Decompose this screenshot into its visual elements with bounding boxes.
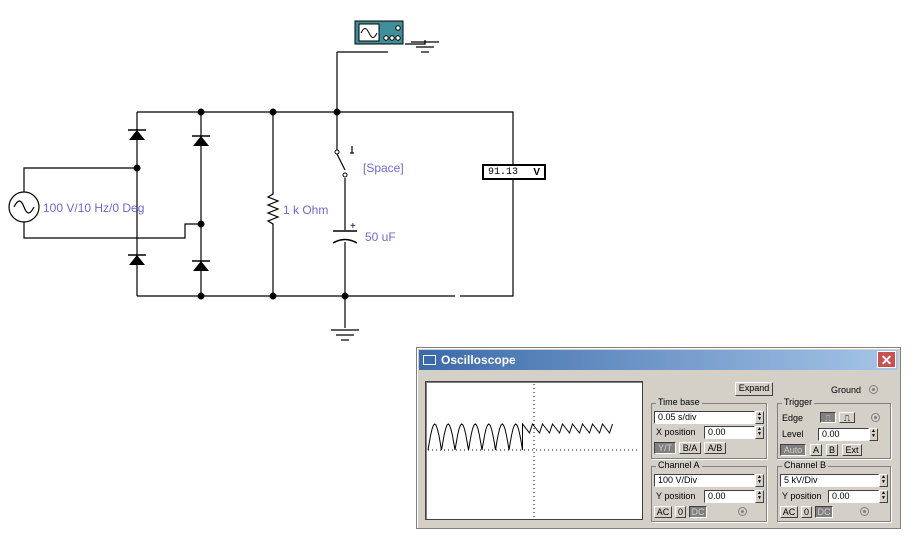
diode-icon[interactable] <box>128 129 146 140</box>
oscilloscope-window: Oscilloscope ✕ Expand Ground Time base 0… <box>416 347 901 529</box>
channel-a-y-position-field[interactable]: 0.00 <box>704 490 755 503</box>
oscilloscope-title: Oscilloscope <box>441 353 516 367</box>
channel-b-terminal[interactable] <box>860 507 869 516</box>
trigger-title: Trigger <box>782 397 815 407</box>
oscilloscope-title-bar[interactable]: Oscilloscope ✕ <box>419 350 898 370</box>
level-label: Level <box>782 429 804 439</box>
channel-b-y-position-field[interactable]: 0.00 <box>828 490 879 503</box>
channel-b-scale-field[interactable]: 5 kV/Div <box>780 474 879 487</box>
falling-edge-icon[interactable]: ⎍ <box>839 412 855 423</box>
x-position-label: X position <box>656 427 696 437</box>
time-base-field[interactable]: 0.05 s/div <box>654 411 755 424</box>
channel-a-ac-button[interactable]: AC <box>654 506 672 518</box>
channel-b-y-position-spinner[interactable]: ▲▼ <box>879 490 888 503</box>
rising-edge-icon[interactable]: ⎍ <box>820 412 836 423</box>
channel-a-y-position-label: Y position <box>656 491 696 501</box>
resistor-icon[interactable] <box>266 190 280 230</box>
channel-a-scale-field[interactable]: 100 V/Div <box>654 474 755 487</box>
oscilloscope-instrument-icon[interactable] <box>354 20 404 45</box>
voltmeter-unit: V <box>533 166 540 178</box>
ground-label: Ground <box>831 385 862 395</box>
source-label: 100 V/10 Hz/0 Deg <box>43 201 144 215</box>
channel-b-dc-button[interactable]: DC <box>815 506 833 518</box>
scope-trace <box>427 384 640 517</box>
diode-icon[interactable] <box>128 254 146 265</box>
capacitor-label: 50 uF <box>365 230 396 244</box>
trigger-auto-button[interactable]: Auto <box>780 444 806 456</box>
expand-button[interactable]: Expand <box>735 382 773 396</box>
ground-terminal[interactable] <box>869 385 878 394</box>
channel-b-y-position-label: Y position <box>782 491 822 501</box>
level-field[interactable]: 0.00 <box>818 428 869 441</box>
svg-text:+: + <box>350 221 356 232</box>
junction-dots <box>133 108 349 300</box>
channel-b-scale-spinner[interactable]: ▲▼ <box>879 474 888 487</box>
switch-icon[interactable] <box>334 146 354 178</box>
channel-a-terminal[interactable] <box>738 507 747 516</box>
mode-yt-button[interactable]: Y/T <box>654 442 676 454</box>
trigger-group: Trigger Edge ⎍ ⎍ Level 0.00 ▲▼ Auto A B … <box>777 397 891 459</box>
close-button[interactable]: ✕ <box>877 351 896 368</box>
channel-b-ac-button[interactable]: AC <box>780 506 798 518</box>
x-position-spinner[interactable]: ▲▼ <box>755 426 764 439</box>
channel-a-group: Channel A 100 V/Div ▲▼ Y position 0.00 ▲… <box>651 460 767 522</box>
circuit-wires <box>23 40 514 328</box>
mode-ba-button[interactable]: B/A <box>679 442 701 454</box>
time-base-group: Time base 0.05 s/div ▲▼ X position 0.00 … <box>651 397 767 459</box>
channel-b-group: Channel B 5 kV/Div ▲▼ Y position 0.00 ▲▼… <box>777 460 891 522</box>
mode-ab-button[interactable]: A/B <box>704 442 726 454</box>
channel-a-y-position-spinner[interactable]: ▲▼ <box>755 490 764 503</box>
switch-key-label: [Space] <box>363 161 404 175</box>
time-base-spinner[interactable]: ▲▼ <box>755 411 764 424</box>
diode-icon[interactable] <box>192 260 210 271</box>
x-position-field[interactable]: 0.00 <box>704 426 755 439</box>
channel-a-title: Channel A <box>656 460 702 470</box>
diode-icon[interactable] <box>192 135 210 146</box>
trigger-a-button[interactable]: A <box>810 444 822 456</box>
trigger-ext-button[interactable]: Ext <box>842 444 862 456</box>
voltmeter-value: 91.13 <box>488 166 519 178</box>
channel-b-zero-button[interactable]: 0 <box>801 506 812 518</box>
edge-label: Edge <box>782 413 804 423</box>
time-base-title: Time base <box>656 397 702 407</box>
capacitor-icon[interactable]: + <box>332 221 358 244</box>
level-spinner[interactable]: ▲▼ <box>869 428 878 441</box>
resistor-label: 1 k Ohm <box>283 203 328 217</box>
channel-a-dc-button[interactable]: DC <box>689 506 707 518</box>
ground-icon <box>411 41 439 53</box>
channel-b-title: Channel B <box>782 460 829 470</box>
trigger-b-button[interactable]: B <box>826 444 838 456</box>
channel-a-zero-button[interactable]: 0 <box>675 506 686 518</box>
voltmeter[interactable]: 91.13 V <box>482 164 546 180</box>
window-icon <box>423 355 436 365</box>
ac-source-icon[interactable] <box>8 191 40 223</box>
channel-a-scale-spinner[interactable]: ▲▼ <box>755 474 764 487</box>
scope-display <box>425 381 643 520</box>
voltmeter-display: 91.13 V <box>484 166 544 178</box>
trigger-terminal[interactable] <box>871 413 880 422</box>
ground-icon <box>331 329 359 341</box>
